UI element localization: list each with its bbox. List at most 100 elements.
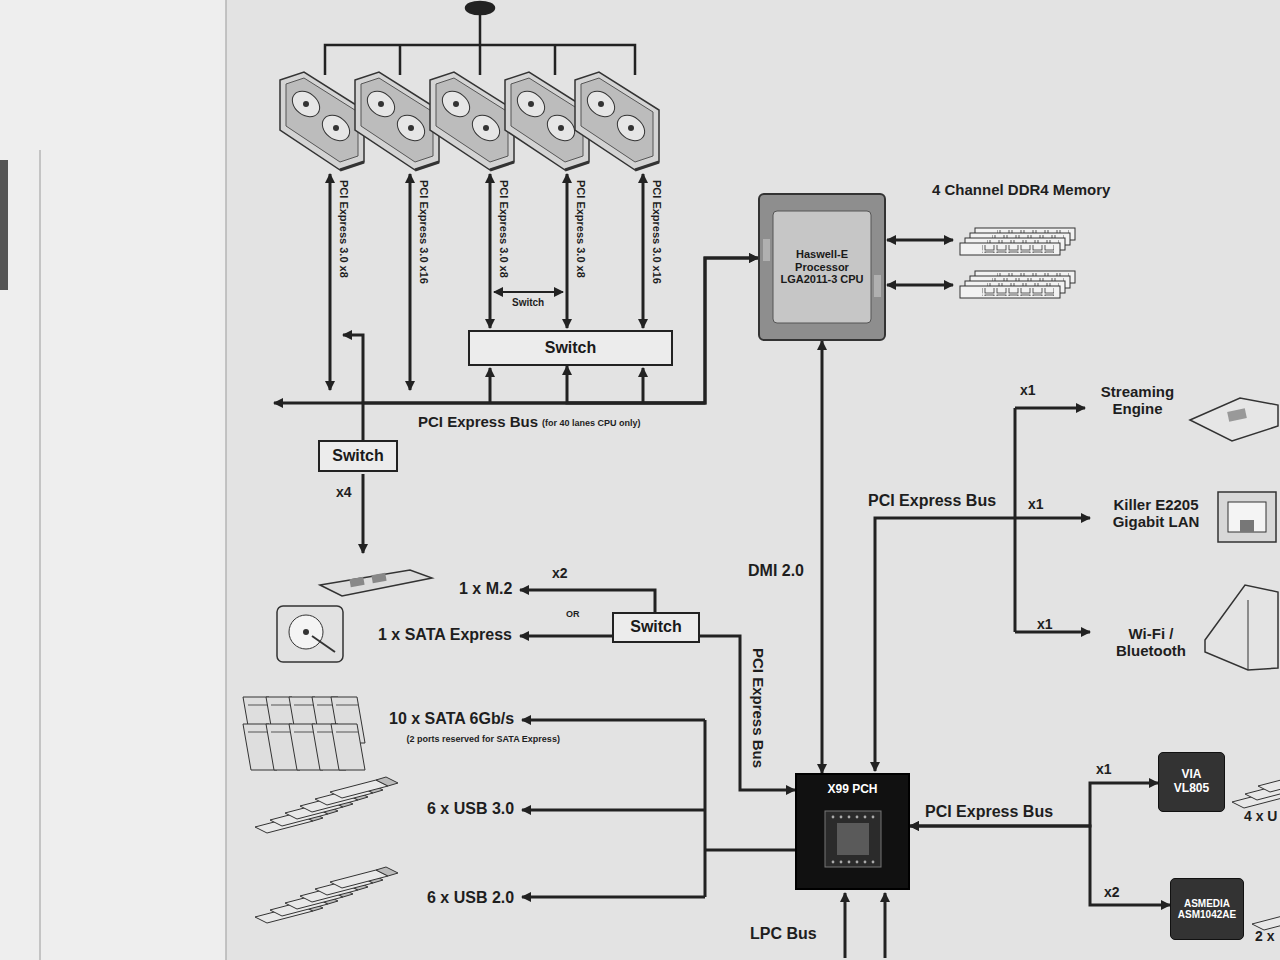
lan-port-illustration xyxy=(1218,492,1276,542)
lane-label: PCI Express 3.0 x16 xyxy=(417,180,430,284)
card-bracket xyxy=(466,2,494,14)
page-edge xyxy=(0,0,226,960)
bus-connector xyxy=(700,636,795,790)
device-label: 6 x USB 2.0 xyxy=(427,889,514,907)
page-edge xyxy=(40,150,41,960)
bus-wire xyxy=(875,518,1015,771)
wifi-module-illustration xyxy=(1205,585,1278,670)
chip-die xyxy=(825,811,881,867)
chip-tab xyxy=(874,275,881,297)
bus-wire xyxy=(887,239,953,242)
bus-wire xyxy=(520,635,612,638)
capture-card-illustration xyxy=(1190,398,1278,441)
node-text: X99 PCH xyxy=(827,783,877,797)
hard-disk-illustration xyxy=(289,615,323,649)
bus-wire xyxy=(522,896,705,899)
bus-connector xyxy=(821,341,824,773)
lane-label: PCI Express 3.0 x8 xyxy=(337,180,350,278)
m2-card-illustration xyxy=(320,570,432,596)
lane-count: x1 xyxy=(1037,616,1053,632)
node-text: Switch xyxy=(630,618,682,636)
bus-wire xyxy=(642,174,645,328)
device-label: 6 x USB 3.0 xyxy=(427,800,514,818)
device-label: 1 x M.2 xyxy=(459,580,512,598)
node-text: ASMEDIA ASM1042AE xyxy=(1175,898,1239,921)
page-edge xyxy=(225,0,227,960)
bus-wire xyxy=(329,174,332,390)
bus-label: PCI Express Bus xyxy=(868,492,996,510)
sata-drive-illustration xyxy=(331,724,365,770)
switch-box: Switch xyxy=(612,612,700,643)
hard-disk-illustration xyxy=(277,606,343,662)
chip-pad xyxy=(872,861,875,864)
bus-wire xyxy=(642,368,645,403)
chip-pad xyxy=(840,861,843,864)
m2-card-illustration xyxy=(320,570,432,596)
bus-label: PCI Express Bus xyxy=(925,803,1053,821)
hard-disk-illustration xyxy=(277,606,343,662)
pch-chip: X99 PCH xyxy=(795,773,910,890)
usb-stick-illustration xyxy=(330,777,398,798)
lane-label: PCI Express 3.0 x16 xyxy=(650,180,663,284)
cpu-chip: Haswell-E Processor LGA2011-3 CPU xyxy=(758,193,886,341)
graphics-card-illustration xyxy=(280,72,659,170)
usb-stick-illustration xyxy=(255,777,398,923)
lane-count: x1 xyxy=(1020,382,1036,398)
bus-wire xyxy=(1015,517,1090,520)
page-edge xyxy=(0,160,8,290)
chip-pad xyxy=(832,861,835,864)
graphics-card-illustration xyxy=(280,72,364,170)
usb-port-illustration xyxy=(1258,771,1280,792)
lane-label: PCI Express 3.0 x8 xyxy=(497,180,510,278)
bus-wire xyxy=(522,809,705,812)
usb-stick-illustration xyxy=(330,867,398,888)
memory-module-illustration xyxy=(960,243,1060,255)
graphics-card-illustration xyxy=(575,72,659,170)
capture-card-illustration xyxy=(1190,398,1278,441)
bus-wire xyxy=(520,590,655,612)
lan-port-illustration xyxy=(1240,520,1254,532)
chip-pad xyxy=(856,861,859,864)
wifi-module-illustration xyxy=(1248,600,1249,670)
node-text: VIA VL805 xyxy=(1168,768,1216,796)
bus-wire xyxy=(1015,407,1085,410)
device-label: 4 x U xyxy=(1244,808,1277,824)
controller-chip: ASMEDIA ASM1042AE xyxy=(1170,878,1244,940)
node-text: Haswell-E Processor LGA2011-3 CPU xyxy=(776,248,868,286)
chip-die xyxy=(837,823,869,855)
bus-note: (for 40 lanes CPU only) xyxy=(542,418,641,428)
device-label: 10 x SATA 6Gb/s xyxy=(389,710,514,728)
device-label: Streaming Engine xyxy=(1090,383,1185,418)
chip-pad xyxy=(872,816,875,819)
memory-module-illustration xyxy=(960,228,1075,298)
memory-label: 4 Channel DDR4 Memory xyxy=(932,181,1110,198)
device-label: Wi-Fi / Bluetooth xyxy=(1106,625,1196,660)
bus-connector xyxy=(910,826,1170,905)
heat-spreader xyxy=(773,211,871,323)
lane-label: PCI Express 3.0 x8 xyxy=(574,180,587,278)
wifi-module-illustration xyxy=(1205,585,1278,670)
page-edge xyxy=(0,0,226,960)
or-label: OR xyxy=(566,609,580,619)
lan-port-illustration xyxy=(1218,492,1276,542)
capture-card-illustration xyxy=(1227,408,1247,422)
card-bracket xyxy=(325,14,635,75)
bus-wire xyxy=(494,291,563,293)
chip-tab xyxy=(763,239,770,261)
bus-wire xyxy=(566,174,569,328)
edge-label: DMI 2.0 xyxy=(748,562,804,580)
chip-pad xyxy=(848,861,851,864)
m2-card-illustration xyxy=(371,573,386,583)
memory-module-illustration xyxy=(960,286,1060,298)
graphics-card-illustration xyxy=(430,72,514,170)
edge-label: x1 xyxy=(1096,761,1112,777)
chip-pad xyxy=(840,816,843,819)
bus-connector xyxy=(363,258,758,440)
sata-drive-illustration xyxy=(243,697,365,770)
bus-wire xyxy=(362,474,365,553)
lane-count: x1 xyxy=(1028,496,1044,512)
bus-wire xyxy=(274,174,1090,958)
